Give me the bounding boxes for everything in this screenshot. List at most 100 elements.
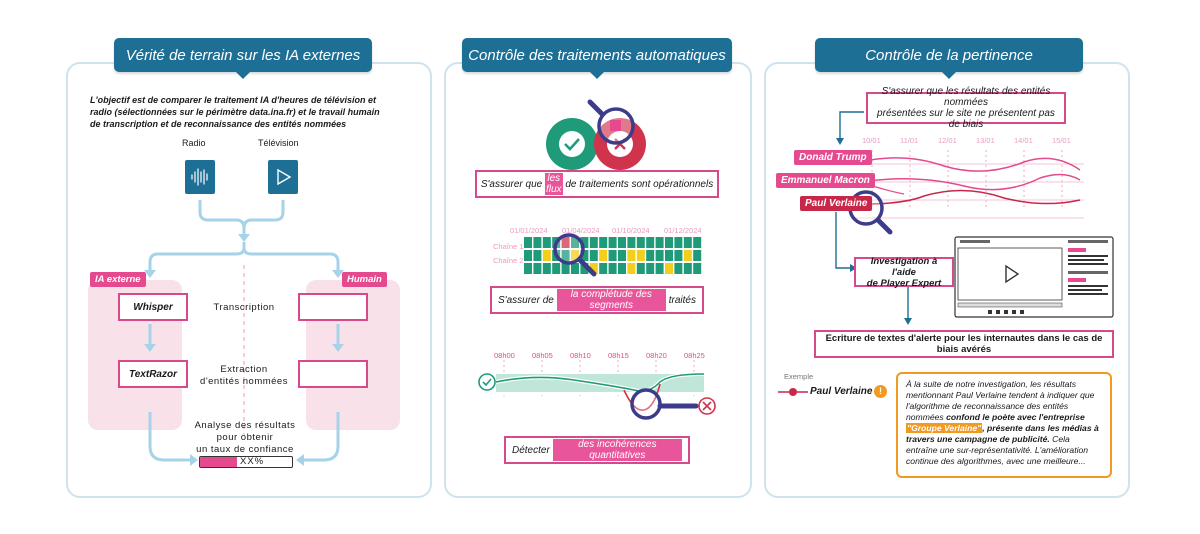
segment-cell [618, 263, 626, 274]
bias-check-box: S'assurer que les résultats des entités … [866, 86, 1066, 130]
human-transcription-box [298, 293, 368, 321]
segment-cell [561, 263, 570, 274]
example-entity-label: Paul Verlaine [810, 386, 873, 397]
time-label-2: 08h05 [532, 351, 553, 360]
segment-cell [552, 263, 561, 274]
segment-cell [627, 250, 636, 261]
segments-date-3: 01/10/2024 [612, 226, 650, 235]
segments-magnifier-icon [553, 233, 597, 277]
segments-highlight: la complétude des segments [556, 289, 666, 311]
check-icon [559, 131, 585, 157]
processing-status-icons [546, 99, 646, 170]
player-expert-screen [954, 236, 1114, 318]
analysis-line3: un taux de confiance [196, 444, 294, 455]
segment-cell [524, 237, 532, 248]
entity-date-3: 12/01 [938, 136, 957, 145]
human-extraction-box [298, 360, 368, 388]
alert-text-part2: Cela entraîne une sur-représentativité. … [906, 434, 1089, 466]
channel-1-label: Chaîne 1 [493, 242, 524, 251]
segment-cell [646, 237, 655, 248]
entity-tag-trump: Donald Trump [794, 150, 872, 165]
segments-date-4: 01/12/2024 [664, 226, 702, 235]
segments-date-2: 01/04/2024 [562, 226, 600, 235]
analysis-line2: pour obtenir [216, 432, 274, 443]
segment-cell [589, 250, 598, 261]
entity-date-1: 10/01 [862, 136, 881, 145]
warning-icon: ! [874, 385, 887, 398]
alert-text-highlight: "Groupe Verlaine" [906, 423, 983, 433]
entity-date-6: 15/01 [1052, 136, 1071, 145]
alert-text-box: À la suite de notre investigation, les r… [896, 372, 1112, 478]
bias-check-line2: présentées sur le site ne présentent pas… [877, 108, 1055, 130]
segment-cell [683, 237, 692, 248]
segment-cell [674, 250, 683, 261]
segment-cell [627, 263, 636, 274]
segment-cell [533, 237, 542, 248]
segment-cell [693, 250, 702, 261]
segment-cell [655, 250, 664, 261]
segment-cell [636, 237, 645, 248]
entity-date-5: 14/01 [1014, 136, 1033, 145]
radio-label: Radio [182, 138, 206, 148]
anomaly-check-box: Détecter des incohérences quantitatives [504, 436, 690, 464]
anomaly-check-text: Détecter [512, 444, 553, 456]
radio-icon [185, 160, 215, 194]
panel-relevance-title: Contrôle de la pertinence [815, 38, 1083, 79]
segment-cell [524, 263, 532, 274]
segments-date-1: 01/01/2024 [510, 226, 548, 235]
ground-truth-intro: L'objectif est de comparer le traitement… [90, 95, 380, 129]
extraction-label-line2: d'entités nommées [200, 376, 288, 387]
extraction-label-line1: Extraction [220, 364, 268, 375]
confidence-value: XX% [240, 456, 265, 467]
segments-grid [524, 237, 702, 274]
alert-writing-box: Ecriture de textes d'alerte pour les int… [814, 330, 1114, 358]
time-label-5: 08h20 [646, 351, 667, 360]
entity-tag-verlaine: Paul Verlaine [800, 196, 873, 211]
time-label-3: 08h10 [570, 351, 591, 360]
segment-cell [618, 237, 626, 248]
entity-tag-macron: Emmanuel Macron [776, 173, 875, 188]
segment-cell [693, 263, 702, 274]
player-play-icon [1000, 264, 1020, 284]
segment-cell [608, 237, 617, 248]
alert-text-part1: À la suite de notre investigation, les r… [906, 379, 1095, 422]
segment-cell [683, 263, 692, 274]
analysis-line1: Analyse des résultats [194, 420, 296, 431]
tv-label: Télévision [258, 138, 299, 148]
humain-tag: Humain [342, 272, 387, 287]
whisper-box: Whisper [118, 293, 188, 321]
segment-cell [524, 250, 532, 261]
segment-cell [646, 250, 655, 261]
segment-cell [571, 250, 579, 261]
segment-cell [665, 250, 673, 261]
ia-externe-tag: IA externe [90, 272, 146, 287]
panel-ground-truth-title: Vérité de terrain sur les IA externes [114, 38, 372, 79]
segment-cell [589, 263, 598, 274]
segment-cell [655, 263, 664, 274]
segment-cell [589, 237, 598, 248]
segment-cell [608, 263, 617, 274]
transcription-label: Transcription [213, 302, 275, 313]
segment-cell [655, 237, 664, 248]
example-legend-line [778, 388, 808, 396]
segment-cell [646, 263, 655, 274]
entity-date-2: 11/01 [900, 136, 919, 145]
segment-cell [571, 237, 579, 248]
investigation-line1: Investigation à l'aide [870, 255, 938, 278]
example-label: Exemple [784, 372, 814, 381]
anomaly-highlight: des incohérences quantitatives [552, 439, 682, 461]
segments-check-text-end: traités [665, 294, 696, 306]
time-label-4: 08h15 [608, 351, 629, 360]
segment-cell [571, 263, 579, 274]
segment-cell [665, 263, 673, 274]
segment-cell [599, 237, 608, 248]
segment-cell [618, 250, 626, 261]
segment-cell [599, 250, 608, 261]
segment-cell [561, 250, 570, 261]
magnifier-icon [590, 100, 630, 140]
segment-cell [580, 263, 589, 274]
confidence-bar: XX% [199, 456, 293, 468]
segment-cell [674, 237, 683, 248]
time-label-6: 08h25 [684, 351, 705, 360]
segment-cell [542, 250, 551, 261]
